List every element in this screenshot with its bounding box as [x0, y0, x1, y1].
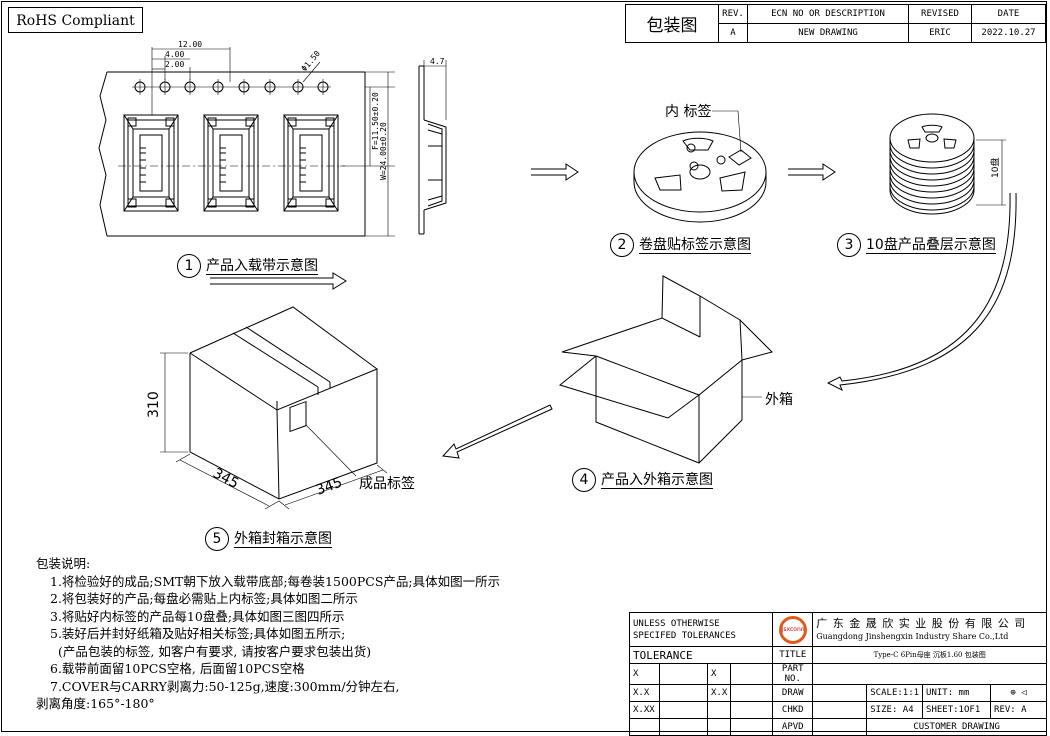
tol-x-angle: X [706, 663, 732, 685]
note-line: 3.将贴好内标签的产品每10盘叠;具体如图三图四所示 [50, 608, 345, 624]
note-line: 剥离角度:165°-180° [36, 696, 155, 711]
projection-symbol: ⊕ ◁ [990, 684, 1047, 702]
specified-text: SPECIFED TOLERANCES [633, 630, 736, 641]
company-logo: jsxconn [772, 612, 814, 647]
step-3-label: 10盘产品叠层示意图 [866, 237, 996, 254]
sealed-box-figure [160, 306, 388, 510]
dim-4: 4.00 [165, 50, 184, 59]
reel-stack-figure [889, 113, 1006, 215]
note-line: 6.载带前面留10PCS空格, 后面留10PCS空格 [50, 661, 305, 676]
dim-12: 12.00 [178, 40, 202, 49]
blank-cell [730, 718, 774, 736]
part-no-label: PART NO. [772, 663, 814, 685]
blank-cell [706, 718, 732, 736]
dim-w: W=24.00±0.20 [379, 122, 388, 180]
step-4-number: 4 [572, 468, 596, 492]
rev-field: REV: A [990, 701, 1047, 719]
unit-field: UNIT: mm [922, 684, 992, 702]
dim-2: 2.00 [165, 60, 184, 69]
tol-x: X [629, 663, 660, 685]
step-4-caption: 4 产品入外箱示意图 [572, 468, 713, 492]
dim-f: F=11.50±0.20 [371, 92, 380, 150]
customer-drawing: CUSTOMER DRAWING [866, 718, 1047, 736]
tol-x-value [659, 663, 708, 685]
apvd-label: APVD [772, 718, 814, 736]
apvd-value [812, 718, 868, 736]
part-no-value [812, 663, 1047, 685]
tol-xxx-value [659, 701, 708, 719]
step-3-number: 3 [837, 233, 861, 257]
title-label: TITLE [772, 646, 814, 664]
step-1-label: 产品入载带示意图 [206, 258, 318, 275]
sheet-field: SHEET:1OF1 [922, 701, 992, 719]
dim-depth: 4.7 [430, 57, 445, 66]
step-2-label: 卷盘贴标签示意图 [639, 237, 751, 254]
company-name: 广 东 金 晟 欣 实 业 股 份 有 限 公 司 Guangdong Jins… [812, 612, 1047, 647]
open-box-figure [558, 275, 773, 464]
step-5-number: 5 [205, 527, 229, 551]
note-line: 7.COVER与CARRY剥离力:50-125g,速度:300mm/分钟左右, [50, 678, 400, 694]
tol-xxx-angle-blank [706, 701, 732, 719]
title-value: Type-C 6Pin母座 沉板1.60 包装图 [812, 646, 1047, 664]
box-width-dim-2: 345 [314, 475, 345, 499]
note-line: (产品包装的标签, 如客户有要求, 请按客户要求包装出货) [58, 643, 372, 659]
carrier-tape-plan [98, 47, 395, 237]
note-line: 1.将检验好的成品;SMT朝下放入载带底部;每卷装1500PCS产品;具体如图一… [50, 573, 501, 589]
step-5-label: 外箱封箱示意图 [234, 531, 332, 548]
inner-label-callout: 内 标签 [665, 104, 712, 120]
revision-table: 包装图 REV. ECN NO OR DESCRIPTION REVISED D… [625, 4, 1046, 43]
chkd-label: CHKD [772, 701, 814, 719]
chkd-value [812, 701, 868, 719]
packing-notes: 包装说明: 1.将检验好的成品;SMT朝下放入载带底部;每卷装1500PCS产品… [36, 555, 500, 713]
size-field: SIZE: A4 [866, 701, 924, 719]
stack-count-label: 10盘 [989, 158, 1001, 178]
tol-xx-angle-value [730, 684, 774, 702]
scale-field: SCALE:1:1 [866, 684, 924, 702]
step-1-number: 1 [177, 254, 201, 278]
tolerance-note: UNLESS OTHERWISE SPECIFED TOLERANCES [628, 612, 774, 647]
tol-xxx: X.XX [629, 701, 660, 719]
reel-figure [633, 110, 767, 223]
product-label-callout: 成品标签 [359, 476, 415, 492]
step-2-number: 2 [610, 233, 634, 257]
step-1-caption: 1 产品入载带示意图 [177, 254, 318, 278]
note-line: 5.装好后并封好纸箱及贴好相关标签;具体如图五所示; [50, 626, 346, 641]
tol-xxx-angle-value [730, 701, 774, 719]
company-cn: 广 东 金 晟 欣 实 业 股 份 有 限 公 司 [816, 616, 1027, 630]
title-block: UNLESS OTHERWISE SPECIFED TOLERANCES jsx… [628, 612, 1047, 736]
date-value: 2022.10.27 [971, 23, 1046, 43]
draw-value [812, 684, 868, 702]
tol-x-angle-value [730, 663, 774, 685]
box-width-dim-1: 345 [210, 465, 241, 492]
blank-cell [659, 718, 708, 736]
step-5-caption: 5 外箱封箱示意图 [205, 527, 332, 551]
process-arrows [210, 163, 1017, 459]
note-line: 2.将包装好的产品;每盘必需贴上内标签;具体如图二所示 [50, 591, 358, 606]
step-4-label: 产品入外箱示意图 [601, 472, 713, 489]
carrier-tape-section [418, 60, 447, 235]
draw-label: DRAW [772, 684, 814, 702]
company-en: Guangdong Jinshengxin Industry Share Co.… [816, 631, 1009, 641]
tolerance-label: TOLERANCE [628, 646, 774, 664]
box-height-dim: 310 [146, 391, 162, 418]
tol-xx: X.X [629, 684, 660, 702]
outer-box-callout: 外箱 [765, 392, 793, 408]
blank-cell [629, 718, 660, 736]
tol-xx-value [659, 684, 708, 702]
step-2-caption: 2 卷盘贴标签示意图 [610, 233, 751, 257]
notes-title: 包装说明: [36, 556, 91, 571]
logo-icon: jsxconn [778, 615, 807, 644]
unless-text: UNLESS OTHERWISE [633, 618, 720, 629]
dim-hole: Φ1.50 [300, 49, 322, 73]
drawing-title: 包装图 [625, 4, 719, 43]
step-3-caption: 3 10盘产品叠层示意图 [837, 233, 996, 257]
tol-xx-angle: X.X [706, 684, 732, 702]
rohs-badge: RoHS Compliant [8, 7, 143, 33]
